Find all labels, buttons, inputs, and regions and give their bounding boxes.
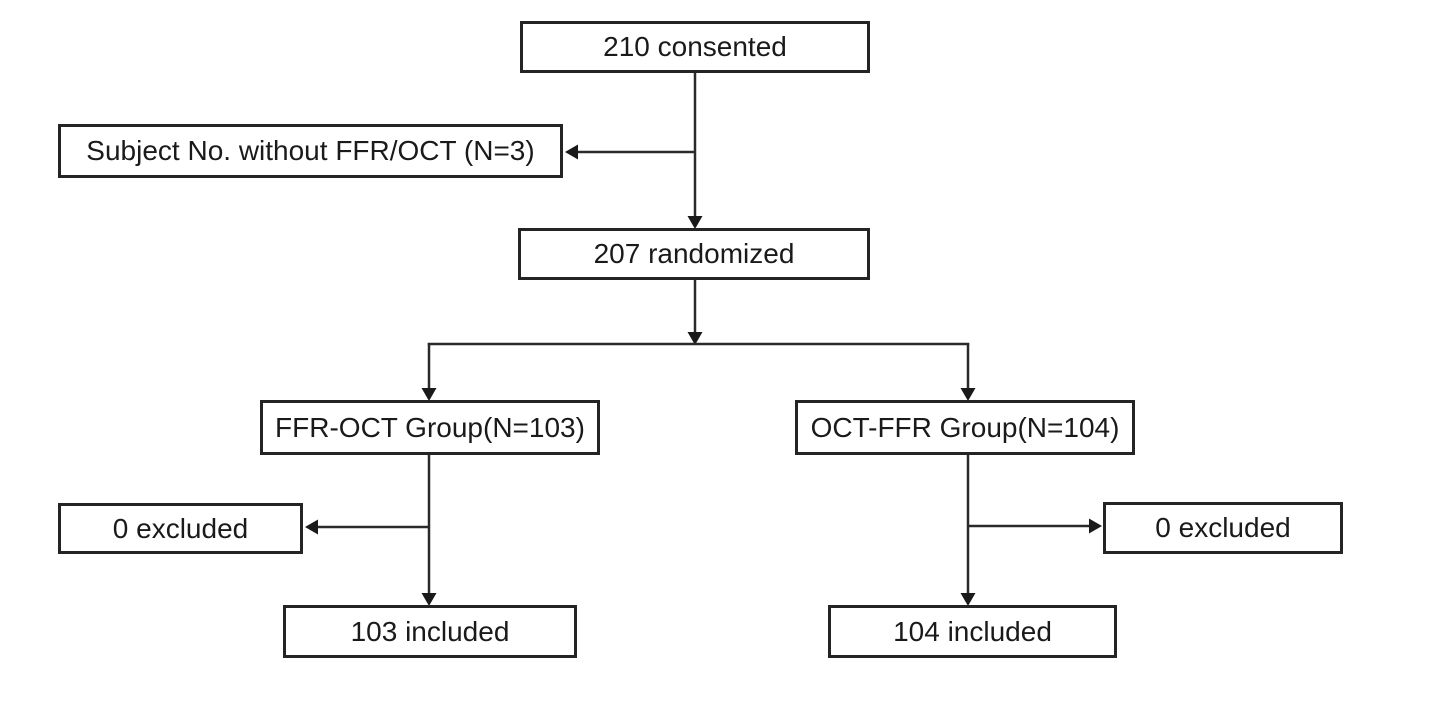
arrowhead-down-included-left	[421, 593, 437, 606]
arrowhead-down-included-right	[960, 593, 976, 606]
arrowhead-down-ffr-oct-group	[421, 388, 437, 401]
flow-box-included-left: 103 included	[283, 605, 577, 658]
arrowhead-left-no-ffr-oct	[565, 144, 578, 160]
flow-box-oct-ffr-group: OCT-FFR Group(N=104)	[795, 400, 1135, 455]
arrowhead-down-oct-ffr-group	[960, 388, 976, 401]
flow-box-excluded-right: 0 excluded	[1103, 502, 1343, 554]
flow-box-consented: 210 consented	[520, 21, 870, 73]
arrowhead-left-excluded	[305, 519, 318, 535]
flow-box-ffr-oct-group: FFR-OCT Group(N=103)	[260, 400, 600, 455]
flow-box-excluded-left: 0 excluded	[58, 503, 303, 554]
flow-box-included-right: 104 included	[828, 605, 1117, 658]
flow-box-randomized: 207 randomized	[518, 228, 870, 280]
arrowhead-down-randomized	[687, 216, 703, 229]
flow-box-no-ffr-oct: Subject No. without FFR/OCT (N=3)	[58, 124, 563, 178]
arrowhead-down-split	[687, 332, 703, 345]
arrowhead-right-excluded	[1089, 518, 1102, 534]
